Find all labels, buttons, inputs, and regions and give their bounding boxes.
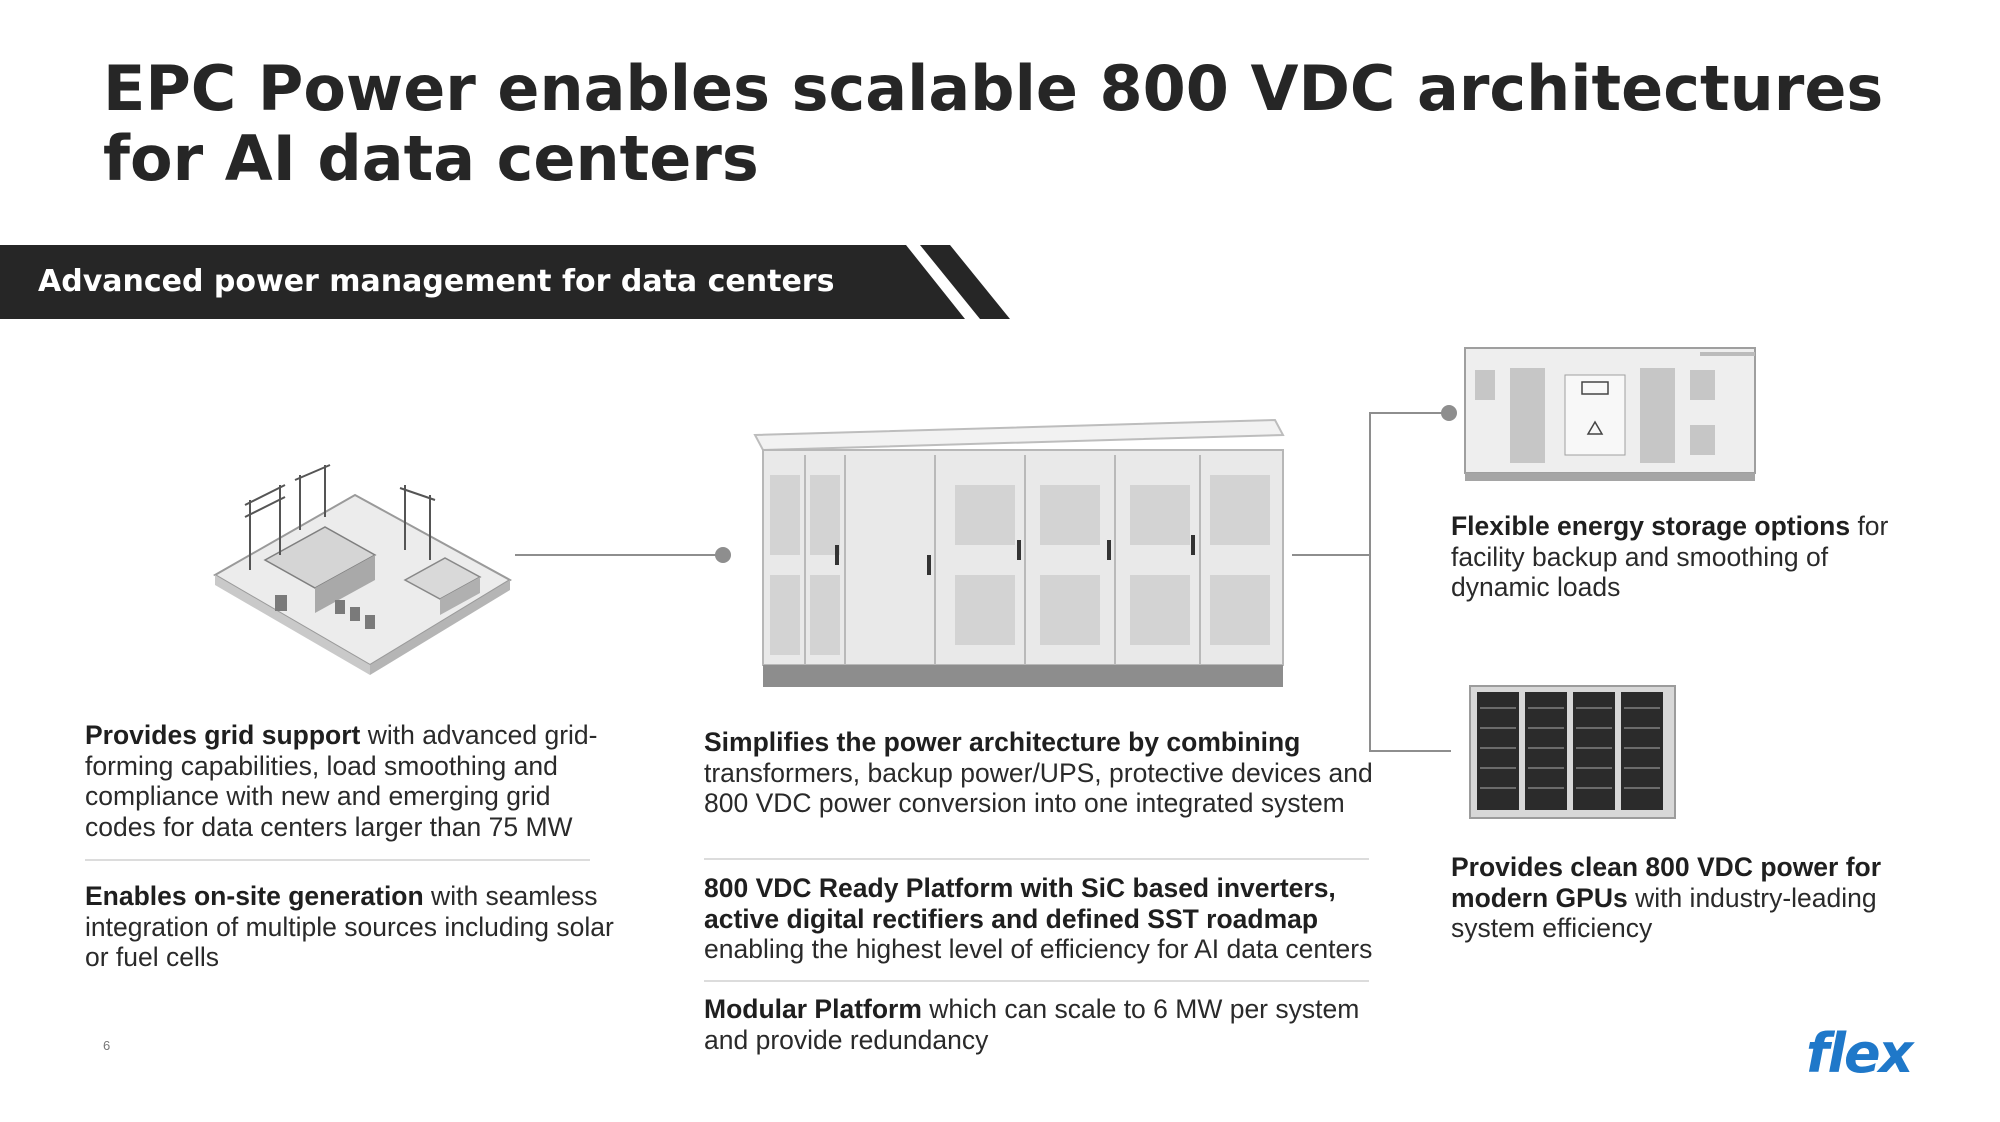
center-item-simplifies: Simplifies the power architecture by com… (704, 727, 1394, 819)
center-item2-bold: 800 VDC Ready Platform with SiC based in… (704, 873, 1336, 934)
right-item-energy-storage: Flexible energy storage options for faci… (1451, 511, 1911, 603)
divider (704, 980, 1369, 982)
banner-text: Advanced power management for data cente… (38, 264, 835, 299)
left-item1-bold: Provides grid support (85, 720, 361, 750)
connector-line-center (1292, 554, 1370, 556)
substation-illustration (212, 464, 512, 675)
connector-dot-left (715, 547, 731, 563)
center-item-modular-platform: Modular Platform which can scale to 6 MW… (704, 994, 1394, 1055)
center-item3-text: which can scale to 6 MW per system and p… (704, 994, 1360, 1055)
connector-line-bottom (1369, 750, 1451, 752)
page-number: 6 (103, 1038, 111, 1053)
flex-logo: flex (1806, 1022, 1913, 1085)
center-item2-text: enabling the highest level of efficiency… (704, 934, 1373, 964)
connector-line-left (515, 554, 723, 556)
right-item-clean-power: Provides clean 800 VDC power for modern … (1451, 852, 1911, 944)
center-item1-text: transformers, backup power/UPS, protecti… (704, 757, 1373, 819)
section-banner: Advanced power management for data cente… (0, 245, 1010, 319)
center-item1-bold: Simplifies the power architecture by com… (704, 727, 1301, 757)
connector-vertical (1369, 412, 1371, 752)
divider (704, 858, 1369, 860)
power-cabinet-illustration (753, 418, 1285, 687)
right-item2-text: with industry-leading system efficiency (1451, 882, 1877, 944)
banner-shape (0, 245, 1010, 319)
connector-line-top (1369, 412, 1449, 414)
energy-storage-container-illustration (1464, 347, 1756, 481)
left-item-grid-support: Provides grid support with advanced grid… (85, 720, 615, 842)
connector-dot-top (1441, 405, 1457, 421)
center-item-800vdc-ready: 800 VDC Ready Platform with SiC based in… (704, 873, 1404, 965)
right-item1-bold: Flexible energy storage options (1451, 511, 1851, 541)
right-item2-bold: Provides clean 800 VDC power for modern … (1451, 852, 1882, 913)
divider (85, 859, 590, 861)
left-item2-text: with seamless integration of multiple so… (85, 881, 614, 972)
left-item2-bold: Enables on-site generation (85, 881, 424, 911)
center-item3-bold: Modular Platform (704, 994, 922, 1024)
right-item1-text: for facility backup and smoothing of dyn… (1451, 511, 1889, 602)
left-item1-text: with advanced grid-forming capabilities,… (85, 720, 598, 842)
server-rack-illustration (1469, 685, 1676, 819)
left-item-onsite-generation: Enables on-site generation with seamless… (85, 881, 615, 973)
slide-title: EPC Power enables scalable 800 VDC archi… (103, 52, 1884, 195)
